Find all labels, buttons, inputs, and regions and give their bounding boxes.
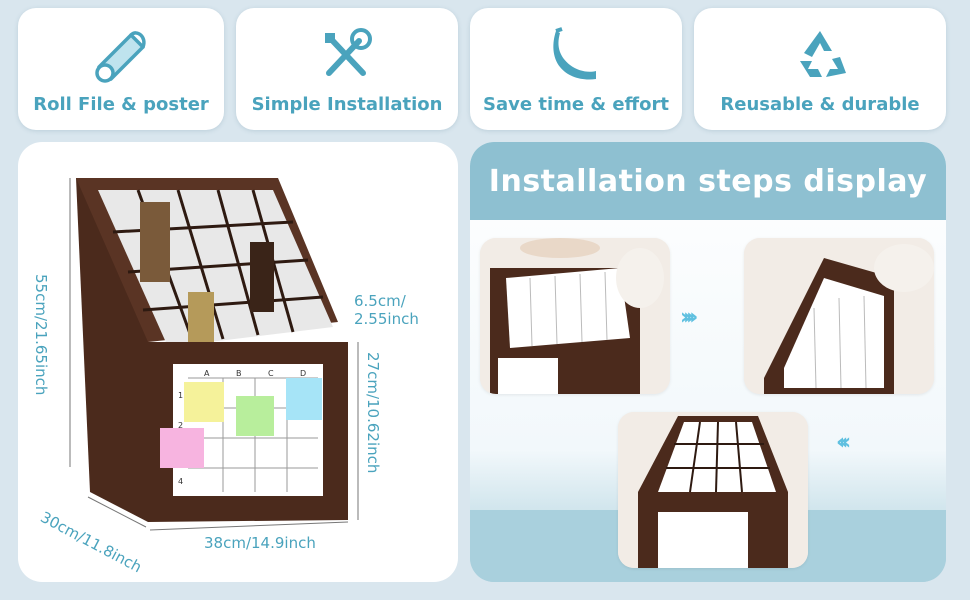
tools-icon (312, 24, 382, 86)
grid-col-label: D (300, 369, 306, 378)
slot-dimension-line1: 6.5cm/ (354, 292, 406, 310)
left-arrows-icon: ‹‹‹ (836, 430, 851, 455)
feature-label: Roll File & poster (33, 94, 209, 115)
recycle-icon (785, 24, 855, 86)
sticky-note (160, 428, 204, 468)
grid-col-label: B (236, 369, 242, 378)
front-height-dimension: 27cm/10.62inch (364, 352, 382, 474)
sticky-note (286, 378, 322, 420)
step-photo-1 (480, 238, 670, 394)
width-dimension: 38cm/14.9inch (204, 534, 316, 552)
feature-label: Reusable & durable (720, 94, 920, 115)
installation-steps-panel: Installation steps display ›››› (470, 142, 946, 582)
steps-header: Installation steps display (470, 142, 946, 220)
grid-col-label: A (204, 369, 210, 378)
grid-row-label: 1 (178, 391, 183, 400)
feature-card-reusable: Reusable & durable (694, 8, 946, 130)
right-arrows-icon: ›››› (680, 305, 698, 330)
step-photo-2 (744, 238, 934, 394)
height-dimension: 55cm/21.65inch (32, 274, 50, 396)
grid-row-label: 2 (178, 421, 183, 430)
step-photo-3 (618, 412, 808, 568)
feature-card-installation: Simple Installation (236, 8, 458, 130)
grid-col-label: C (268, 369, 274, 378)
sticky-note (184, 382, 224, 422)
grid-row-label: 4 (178, 477, 183, 486)
feature-card-roll-file: Roll File & poster (18, 8, 224, 130)
sticky-note (236, 396, 274, 436)
rolled-paper-icon (86, 24, 156, 86)
feature-label: Simple Installation (251, 94, 443, 115)
feature-card-save-time: Save time & effort (470, 8, 682, 130)
steps-title: Installation steps display (488, 163, 928, 199)
arm-icon (541, 24, 611, 86)
organizer-illustration: A B C D 1 2 3 4 (69, 178, 359, 531)
feature-label: Save time & effort (483, 94, 669, 115)
product-dimensions-panel: A B C D 1 2 3 4 55cm/21.65inch 6.5cm/ 2.… (18, 142, 458, 582)
slot-dimension-line2: 2.55inch (354, 310, 419, 328)
